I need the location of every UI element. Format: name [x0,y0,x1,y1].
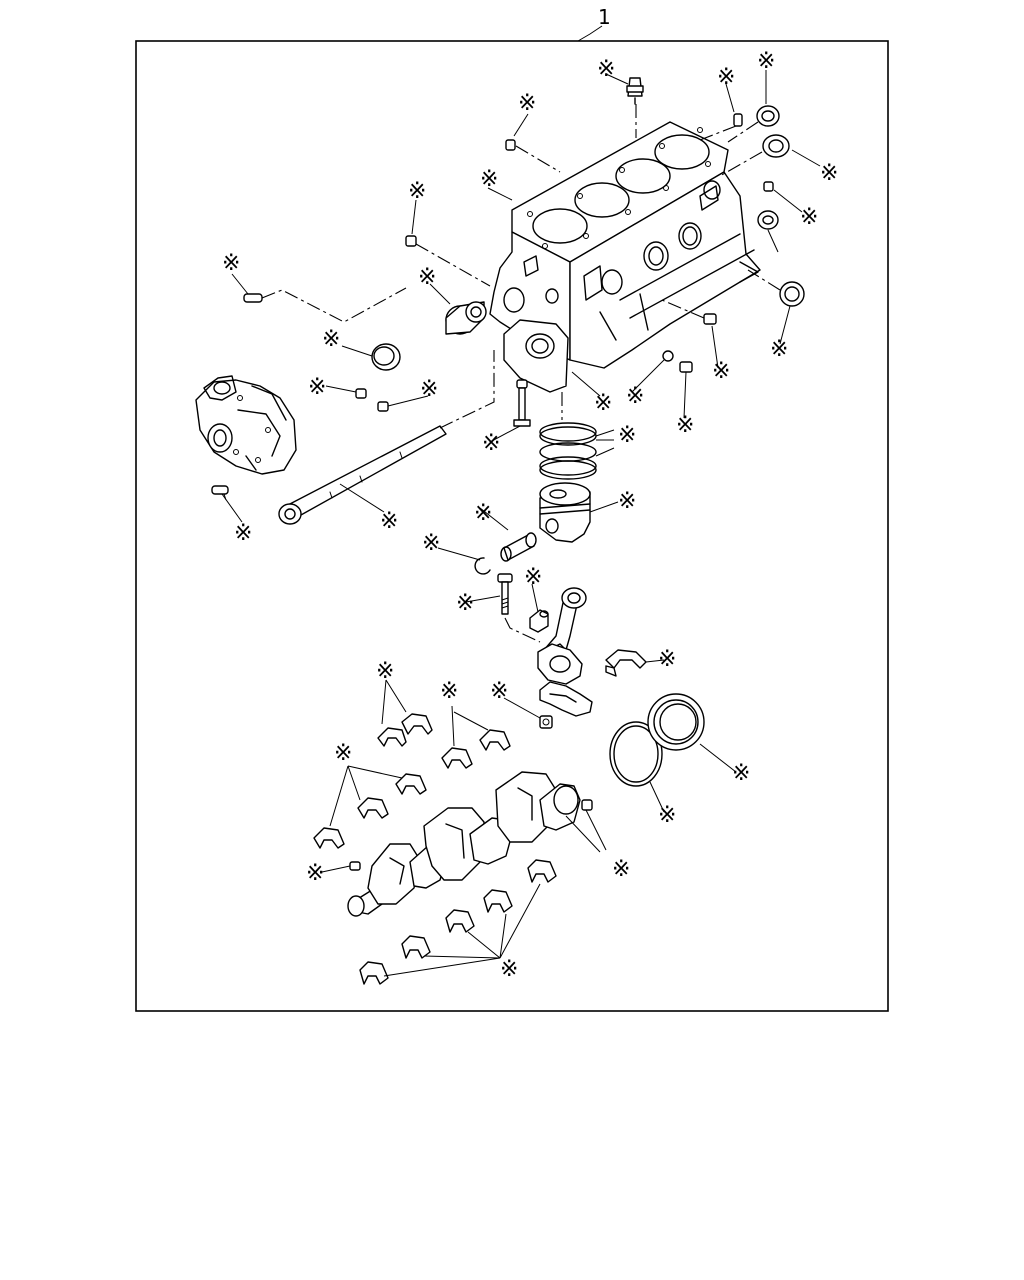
asterisk-marker: ※ [618,489,636,514]
asterisk-marker: ※ [757,49,775,74]
asterisk-marker: ※ [334,741,352,766]
rear-seal-housing [779,281,805,307]
asterisk-marker: ※ [717,65,735,90]
camshaft-bushing-top [756,105,780,127]
asterisk-marker: ※ [482,431,500,456]
small-nut-left [355,388,367,399]
asterisk-marker: ※ [322,327,340,352]
dowel-pin-left [243,293,263,303]
asterisk-marker: ※ [456,591,474,616]
asterisk-marker: ※ [408,179,426,204]
main-bearings-upper [313,713,511,849]
asterisk-marker: ※ [732,761,750,786]
plug-right [763,181,774,192]
cylinder-block [489,121,761,393]
washer-right [662,350,674,362]
asterisk-marker: ※ [490,679,508,704]
asterisk-marker: ※ [800,205,818,230]
rear-oil-seal [647,693,705,751]
asterisk-marker: ※ [480,167,498,192]
connecting-rod-cap [539,681,593,717]
seal-retainer-gasket [609,721,663,787]
callout-number: 1 [598,5,611,29]
dowel-pin-pump [211,485,229,495]
camshaft-bushing-2 [762,134,790,158]
dowel-pin-top [733,113,743,127]
drain-plug-right [679,361,693,373]
diagram-frame [135,40,889,1012]
asterisk-marker: ※ [594,391,612,416]
asterisk-marker: ※ [676,413,694,438]
piston-rings [539,422,597,480]
connecting-rod-nut [539,715,553,729]
oil-pump-shaft [278,425,447,525]
piston [539,482,591,543]
oil-pressure-fitting [626,77,644,105]
asterisk-marker: ※ [820,161,838,186]
piston-pin [500,532,537,562]
small-bushing [529,609,549,633]
asterisk-marker: ※ [770,337,788,362]
asterisk-marker: ※ [658,803,676,828]
asterisk-marker: ※ [518,91,536,116]
asterisk-marker: ※ [234,521,252,546]
small-bolt-top [505,139,516,151]
asterisk-marker: ※ [474,501,492,526]
callout-leader [577,25,603,42]
asterisk-marker: ※ [618,423,636,448]
camshaft-bushing-front [445,301,487,335]
water-pump [195,375,297,475]
pilot-plug [581,799,593,811]
asterisk-marker: ※ [222,251,240,276]
asterisk-marker: ※ [380,509,398,534]
snap-ring [474,557,491,575]
asterisk-marker: ※ [306,861,324,886]
asterisk-marker: ※ [422,531,440,556]
asterisk-marker: ※ [712,359,730,384]
bolt-right [703,313,717,325]
crankshaft [347,771,581,917]
asterisk-marker: ※ [418,265,436,290]
asterisk-marker: ※ [658,647,676,672]
connecting-rod-bolt [497,573,513,615]
asterisk-marker: ※ [376,659,394,684]
oil-gallery-plug [405,235,417,247]
connecting-rod [537,587,587,685]
asterisk-marker: ※ [626,384,644,409]
main-bearing-bolt [513,379,531,427]
core-plug [371,343,401,371]
bushing-right [757,210,779,230]
asterisk-marker: ※ [597,57,615,82]
asterisk-marker: ※ [440,679,458,704]
asterisk-marker: ※ [524,565,542,590]
main-bearings-lower [359,859,557,985]
asterisk-marker: ※ [612,857,630,882]
connecting-rod-bearing-upper [605,649,647,677]
asterisk-marker: ※ [500,957,518,982]
small-plug-left [377,401,389,412]
asterisk-marker: ※ [420,377,438,402]
woodruff-key [349,861,361,871]
asterisk-marker: ※ [308,375,326,400]
